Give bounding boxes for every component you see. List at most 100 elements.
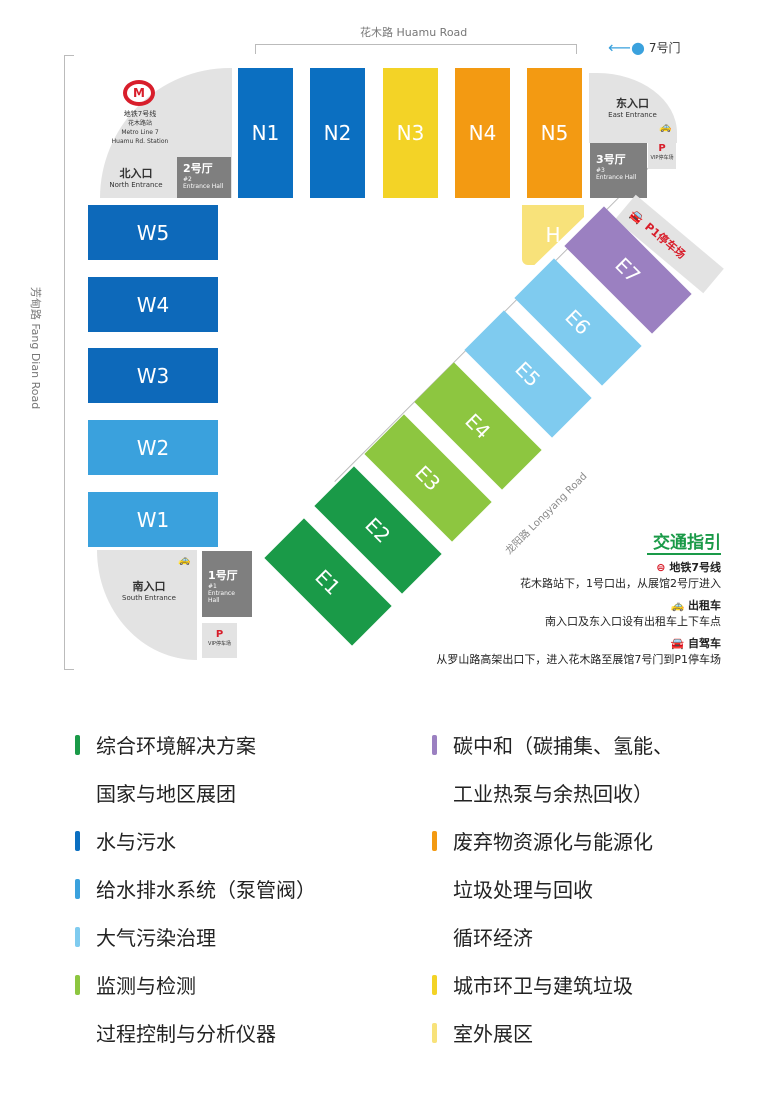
hall-label: E3 xyxy=(410,460,446,496)
hall-label: H xyxy=(545,223,561,247)
hall-w2[interactable]: W2 xyxy=(88,420,218,475)
vip-parking-east[interactable]: P VIP停车场 xyxy=(648,143,676,169)
east-entrance-label: 东入口 East Entrance xyxy=(595,95,670,119)
car-icon: 🚘 xyxy=(627,207,647,226)
entrance-hall-3[interactable]: 3号厅 #3 Entrance Hall xyxy=(590,143,647,198)
legend-color-bar xyxy=(75,830,80,851)
legend-item: 过程控制与分析仪器 xyxy=(75,1018,276,1047)
south-entrance-area[interactable] xyxy=(97,550,197,660)
hall-n3[interactable]: N3 xyxy=(383,68,438,198)
legend-label: 循环经济 xyxy=(453,926,533,950)
legend-label: 城市环卫与建筑垃圾 xyxy=(453,974,633,998)
guide-taxi-text: 南入口及东入口设有出租车上下车点 xyxy=(545,615,721,628)
parking-p-icon: P xyxy=(658,143,666,154)
hall-label: N2 xyxy=(323,121,352,145)
legend-item: 监测与检测 xyxy=(75,970,196,999)
legend-label: 室外展区 xyxy=(453,1022,533,1046)
legend-item: 城市环卫与建筑垃圾 xyxy=(432,970,633,999)
legend-item: 给水排水系统（泵管阀） xyxy=(75,874,316,903)
legend-item: 工业热泵与余热回收） xyxy=(432,778,653,807)
hall-label: W2 xyxy=(136,435,170,460)
south-entrance-cn: 南入口 xyxy=(132,580,166,593)
legend-color-bar xyxy=(432,734,437,755)
east-entrance-cn: 东入口 xyxy=(616,97,649,110)
legend-color-bar xyxy=(432,1022,437,1043)
metro-info: 地铁7号线 花木路站 Metro Line 7 Huamu Rd. Statio… xyxy=(110,110,170,146)
legend-label: 综合环境解决方案 xyxy=(96,734,256,758)
south-entrance-en: South Entrance xyxy=(122,594,176,602)
guide-taxi-title: 出租车 xyxy=(688,599,721,612)
east-entrance-en: East Entrance xyxy=(608,111,657,119)
legend-label: 过程控制与分析仪器 xyxy=(96,1022,276,1046)
hall-label: W1 xyxy=(136,507,170,532)
hall-label: N1 xyxy=(251,121,280,145)
transport-guide: 交通指引 ⊜ 地铁7号线 花木路站下，1号口出，从展馆2号厅进入 🚕 出租车 南… xyxy=(421,528,721,667)
road-fangdian-label: 芳甸路 Fang Dian Road xyxy=(29,286,43,410)
legend-color-bar xyxy=(75,734,80,755)
hall-2-cn: 2号厅 xyxy=(183,162,213,175)
hall-label: E2 xyxy=(360,512,396,548)
guide-metro-text: 花木路站下，1号口出，从展馆2号厅进入 xyxy=(520,577,721,590)
legend-label: 工业热泵与余热回收） xyxy=(453,782,653,806)
entrance-hall-1[interactable]: 1号厅 #1 Entrance Hall xyxy=(202,551,252,617)
legend-color-bar xyxy=(75,878,80,899)
road-fangdian-line xyxy=(64,55,74,670)
hall-2-num: #2 xyxy=(183,176,192,183)
legend-color-bar xyxy=(75,926,80,947)
taxi-icon: 🚕 xyxy=(670,599,685,612)
parking-p-icon: P xyxy=(215,629,224,640)
hall-n4[interactable]: N4 xyxy=(455,68,510,198)
hall-label: N5 xyxy=(540,121,569,145)
metro-icon: M xyxy=(123,80,155,106)
metro-station-cn: 花木路站 xyxy=(127,120,152,127)
legend-item: 国家与地区展团 xyxy=(75,778,236,807)
entrance-hall-2[interactable]: 2号厅 #2 Entrance Hall xyxy=(177,157,231,198)
guide-car-title: 自驾车 xyxy=(688,637,721,650)
legend-item: 垃圾处理与回收 xyxy=(432,874,593,903)
legend-color-bar xyxy=(75,974,80,995)
legend-item: 碳中和（碳捕集、氢能、 xyxy=(432,730,673,759)
hall-n2[interactable]: N2 xyxy=(310,68,365,198)
legend-color-bar xyxy=(432,974,437,995)
hall-w5[interactable]: W5 xyxy=(88,205,218,260)
arrow-left-icon: ⟵● xyxy=(608,38,645,57)
hall-label: E7 xyxy=(610,252,646,288)
metro-line-cn: 地铁7号线 xyxy=(123,110,157,118)
legend-label: 垃圾处理与回收 xyxy=(453,878,593,902)
taxi-icon: 🚕 xyxy=(178,555,191,566)
legend-label: 国家与地区展团 xyxy=(96,782,236,806)
hall-label: E4 xyxy=(460,408,496,444)
north-entrance-label: 北入口 North Entrance xyxy=(100,165,172,189)
road-huamu-label: 花木路 Huamu Road xyxy=(360,26,468,39)
vip-parking-label: VIP停车场 xyxy=(208,641,231,647)
vip-parking-south[interactable]: P VIP停车场 xyxy=(202,623,237,658)
hall-1-num: #1 xyxy=(208,583,217,590)
hall-3-en: Entrance Hall xyxy=(596,174,637,181)
legend-label: 大气污染治理 xyxy=(96,926,216,950)
legend-label: 给水排水系统（泵管阀） xyxy=(96,878,316,902)
hall-label: W5 xyxy=(136,220,170,245)
hall-n1[interactable]: N1 xyxy=(238,68,293,198)
metro-station-en: Huamu Rd. Station xyxy=(111,138,169,145)
legend-item: 废弃物资源化与能源化 xyxy=(432,826,653,855)
road-huamu-line xyxy=(255,44,577,54)
hall-label: N4 xyxy=(468,121,497,145)
hall-n5[interactable]: N5 xyxy=(527,68,582,198)
legend-label: 废弃物资源化与能源化 xyxy=(453,830,653,854)
hall-1-cn: 1号厅 xyxy=(208,569,238,582)
legend-item: 室外展区 xyxy=(432,1018,533,1047)
legend-label: 监测与检测 xyxy=(96,974,196,998)
hall-3-num: #3 xyxy=(596,167,605,174)
north-entrance-cn: 北入口 xyxy=(119,167,153,180)
north-entrance-en: North Entrance xyxy=(109,181,163,189)
car-icon: 🚘 xyxy=(670,637,685,650)
metro-icon: ⊜ xyxy=(656,561,666,574)
hall-label: E1 xyxy=(310,564,346,600)
hall-w1[interactable]: W1 xyxy=(88,492,218,547)
hall-w3[interactable]: W3 xyxy=(88,348,218,403)
gate-7[interactable]: ⟵● 7号门 xyxy=(608,38,681,57)
hall-label: W4 xyxy=(136,292,170,317)
hall-label: E5 xyxy=(510,356,546,392)
hall-w4[interactable]: W4 xyxy=(88,277,218,332)
hall-label: W3 xyxy=(136,363,170,388)
